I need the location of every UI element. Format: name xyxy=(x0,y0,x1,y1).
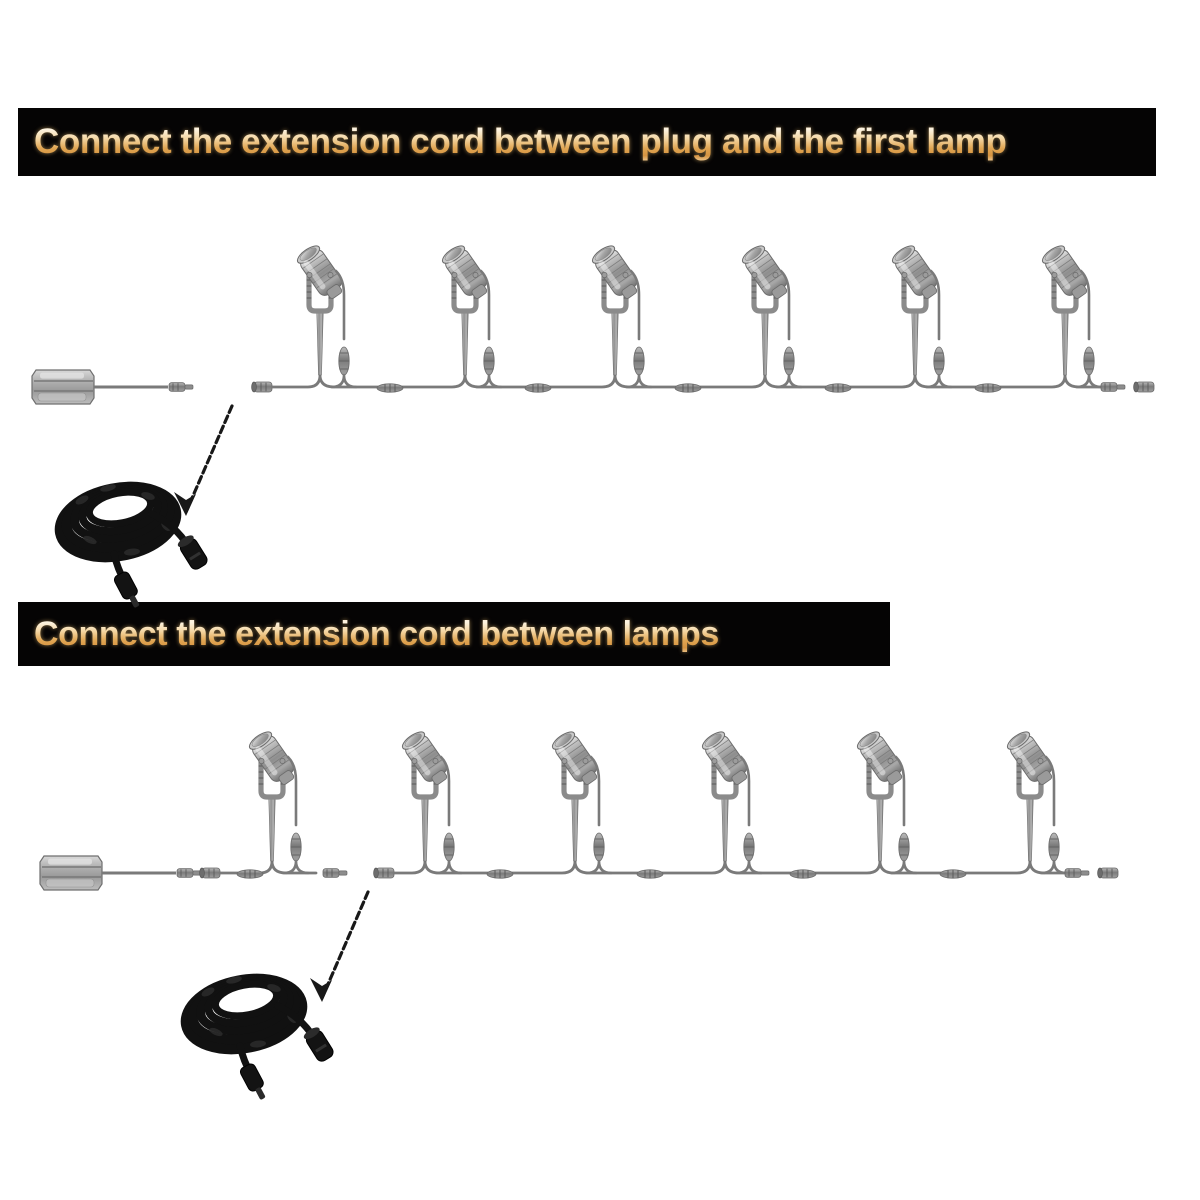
coiled-extension-cord-1 xyxy=(55,479,210,611)
inline-connector-1-3 xyxy=(674,383,702,393)
lamp-2-3 xyxy=(550,729,603,861)
lamp1-out-leg-2 xyxy=(270,859,318,875)
first-lamp-female-connector-1 xyxy=(251,381,273,393)
lamp-splitter-2-5 xyxy=(898,832,910,862)
lamp-splitter-1-2 xyxy=(483,346,495,376)
lamp-1-4 xyxy=(740,243,793,375)
inline-connector-1-1 xyxy=(376,383,404,393)
plug-male-connector-2 xyxy=(176,868,202,878)
lamp2-female-connector-2 xyxy=(373,867,395,879)
lamp-splitter-2-2 xyxy=(443,832,455,862)
lamp-splitter-2-3 xyxy=(593,832,605,862)
lamp-splitter-2-1 xyxy=(290,832,302,862)
inline-connector-1-2 xyxy=(524,383,552,393)
plug-male-connector-1 xyxy=(168,382,194,392)
inline-connector-2-2 xyxy=(636,869,664,879)
arrow-to-extension-cord-2 xyxy=(308,890,370,1004)
inline-connector-2-4 xyxy=(939,869,967,879)
arrow-to-extension-cord-1 xyxy=(172,404,234,518)
lamp-1-6 xyxy=(1040,243,1093,375)
lamp-splitter-2-4 xyxy=(743,832,755,862)
lamp-1-2 xyxy=(440,243,493,375)
inline-connector-2-1 xyxy=(486,869,514,879)
lamp-2-2 xyxy=(400,729,453,861)
trailing-male-connector-1 xyxy=(1100,382,1126,392)
power-plug-transformer-1 xyxy=(31,369,95,405)
inline-connector-1-5 xyxy=(974,383,1002,393)
trailing-female-connector-2 xyxy=(1097,867,1119,879)
banner-connect-between-lamps: Connect the extension cord between lamps xyxy=(18,602,890,666)
main-cable-run-1 xyxy=(270,373,1102,389)
diagram-plug-to-first-lamp xyxy=(31,243,1155,611)
lamp-splitter-2-6 xyxy=(1048,832,1060,862)
splitter-legs-2 xyxy=(282,859,1068,875)
lamp-splitter-1-1 xyxy=(338,346,350,376)
main-cable-run-2 xyxy=(392,859,1066,875)
banner-1-text: Connect the extension cord between plug … xyxy=(34,122,1007,161)
inline-connector-1-4 xyxy=(824,383,852,393)
trailing-female-connector-1 xyxy=(1133,381,1155,393)
splitter-legs-1 xyxy=(330,373,1103,389)
lamp-2-4 xyxy=(700,729,753,861)
diagram-between-lamps xyxy=(39,729,1119,1103)
cable-plug-to-lamp1-2 xyxy=(218,859,274,875)
lamp-1-5 xyxy=(890,243,943,375)
lamp-1-3 xyxy=(590,243,643,375)
lamp-1-1 xyxy=(295,243,348,375)
lamp-splitter-1-6 xyxy=(1083,346,1095,376)
lamp-splitter-1-5 xyxy=(933,346,945,376)
inline-connector-2-0 xyxy=(236,869,264,879)
lamp-2-1 xyxy=(247,729,300,861)
lamp-splitter-1-3 xyxy=(633,346,645,376)
lamp-splitter-1-4 xyxy=(783,346,795,376)
lamp-2-6 xyxy=(1005,729,1058,861)
power-plug-transformer-2 xyxy=(39,855,103,891)
inline-connector-2-3 xyxy=(789,869,817,879)
banner-2-text: Connect the extension cord between lamps xyxy=(34,614,719,653)
coiled-extension-cord-2 xyxy=(181,971,336,1103)
lamp1-female-connector-2 xyxy=(199,867,221,879)
banner-connect-plug-to-first-lamp: Connect the extension cord between plug … xyxy=(18,108,1156,176)
trailing-male-connector-2 xyxy=(1064,868,1090,878)
lamp-2-5 xyxy=(855,729,908,861)
lamp1-trailing-male-connector-2 xyxy=(322,868,348,878)
